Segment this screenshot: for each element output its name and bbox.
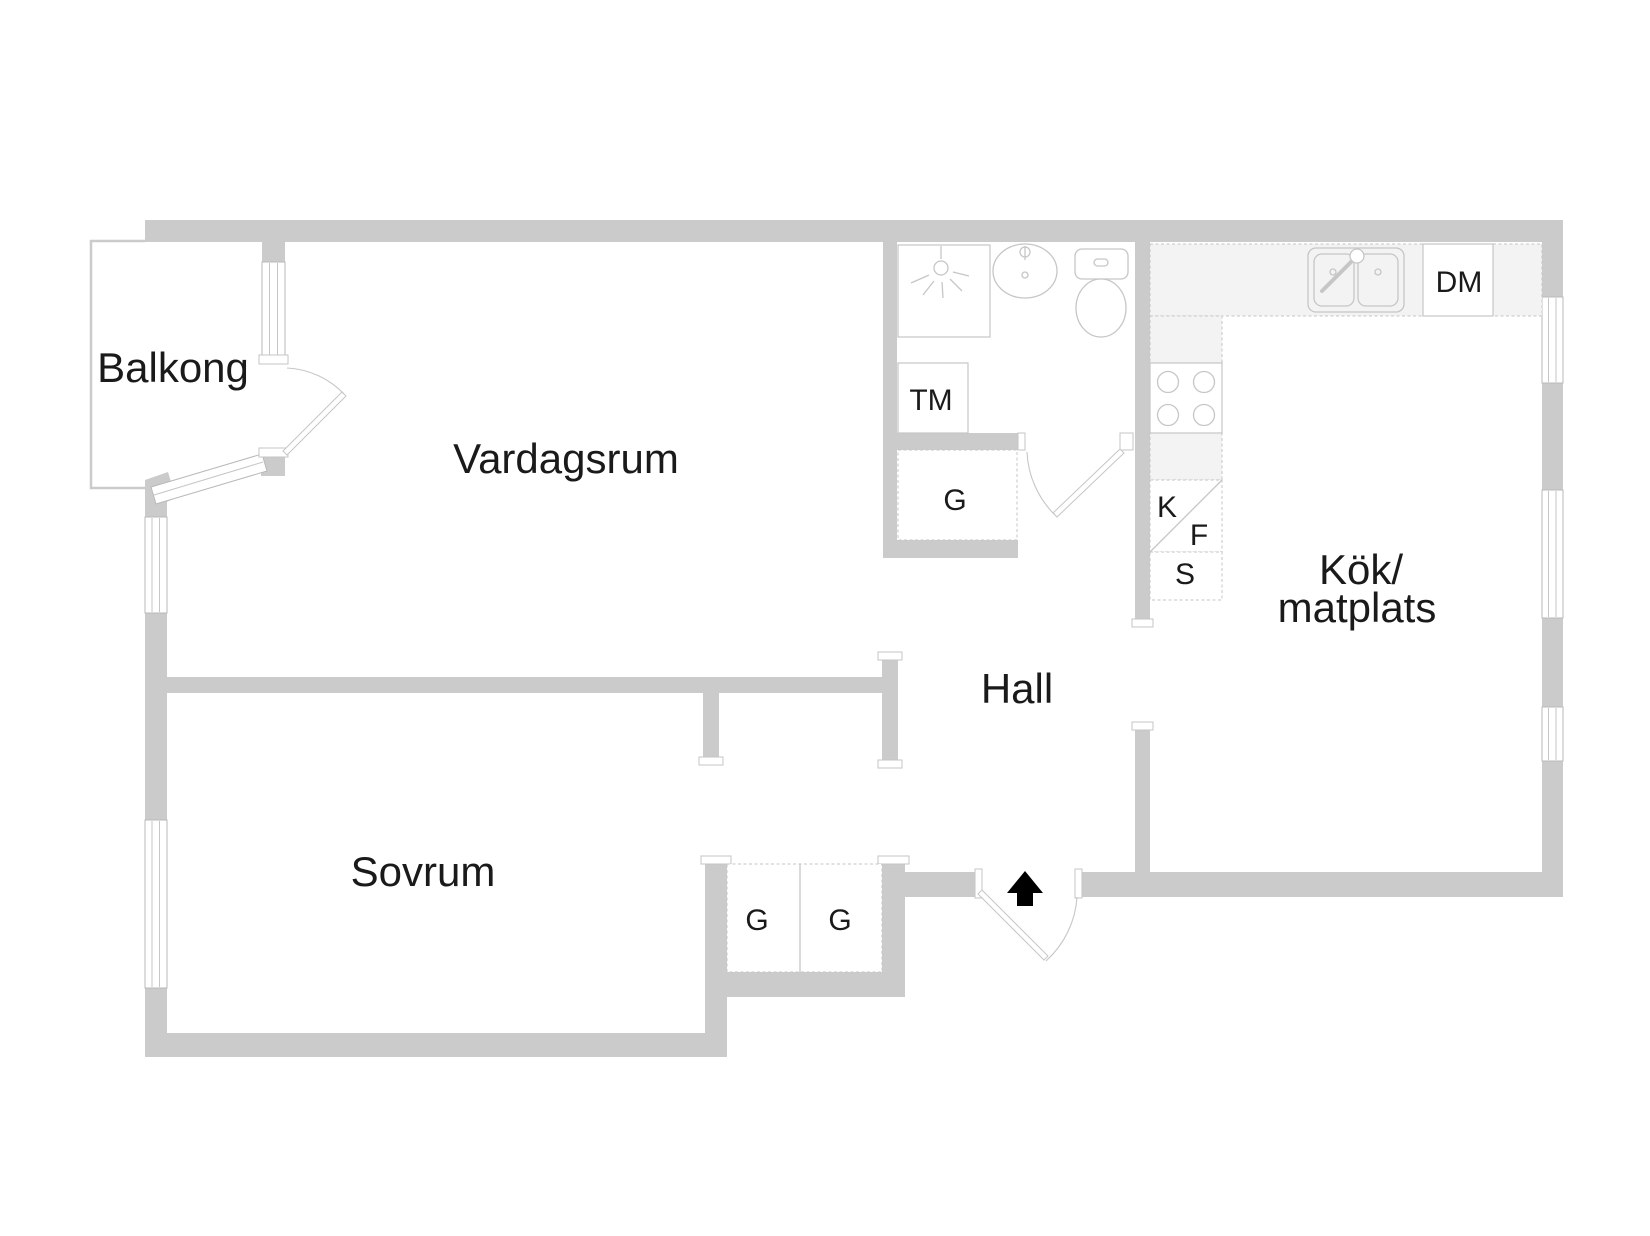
freezer-label: F — [1190, 519, 1208, 552]
wall-kitchen-bottom — [1082, 872, 1563, 897]
wall-closet-right-column — [882, 864, 905, 997]
kitchen-window-3 — [1541, 706, 1564, 762]
cap-bedroom-stub — [698, 756, 724, 766]
wall-closet-left-column — [705, 864, 727, 1057]
shower-icon — [910, 246, 970, 299]
wall-g-strip — [897, 540, 1018, 558]
bathroom-fixtures — [897, 243, 1129, 541]
kitchen-window-2 — [1541, 489, 1564, 619]
balcony-door-swing-arc — [286, 367, 345, 395]
living-room-label: Vardagsrum — [453, 435, 679, 482]
bedroom-wardrobe-left-label: G — [745, 904, 768, 937]
balcony-wall-window — [261, 261, 286, 358]
stove-burners-icon — [1156, 370, 1216, 427]
cap-hall-pier-bottom — [877, 759, 903, 769]
entrance-arrow-icon — [1007, 871, 1043, 906]
balcony-railing — [89, 239, 150, 490]
cap-balcony-window — [258, 354, 289, 365]
wall-balcony-window-stub — [262, 242, 285, 262]
balcony — [89, 239, 286, 505]
cap-balcony-door — [258, 447, 289, 458]
cap-kitchen-divider-top — [1131, 618, 1154, 628]
wall-right-segment-2 — [1542, 383, 1563, 490]
jamb-entry-door-left — [974, 868, 983, 899]
bedroom-wardrobe-right-label: G — [828, 904, 851, 937]
washing-machine-label: TM — [909, 384, 952, 417]
wall-left-middle — [145, 613, 167, 820]
fridge-freezer-diagonal — [1149, 479, 1223, 553]
entry-door-leaf — [977, 889, 1049, 961]
hall-wardrobe-box — [897, 449, 1018, 541]
walls — [145, 220, 1563, 1057]
wall-right-segment-3 — [1542, 618, 1563, 707]
wall-living-bedroom-divider — [145, 677, 898, 693]
wall-bedroom-bottom — [145, 1033, 727, 1057]
bathroom-door-leaf — [1052, 448, 1125, 518]
pantry-label: S — [1175, 558, 1195, 591]
entry-door — [977, 889, 1078, 962]
entry-door-swing-arc — [1045, 896, 1078, 962]
wall-right-segment-4 — [1542, 761, 1563, 897]
wall-entry-left — [905, 872, 975, 897]
wall-caps — [258, 354, 1154, 899]
labels: Balkong Vardagsrum Sovrum Hall Kök/ matp… — [97, 266, 1482, 937]
wall-closet-bottom — [720, 972, 905, 997]
bathroom-door-swing-arc — [1026, 451, 1056, 516]
stove-box — [1149, 362, 1223, 434]
balcony-slanted-window — [150, 453, 268, 505]
wall-hall-pier — [882, 660, 898, 760]
cap-closet-right-column — [877, 855, 910, 865]
kitchen-sink-icon — [1307, 247, 1405, 313]
balcony-door — [282, 367, 347, 456]
dishwasher-box — [1422, 243, 1494, 317]
wall-bathroom-left — [883, 242, 897, 558]
balcony-door-leaf — [282, 391, 347, 456]
fridge-label: K — [1157, 491, 1177, 524]
kitchen-fixtures — [1149, 243, 1543, 601]
kitchen-counter-left-upper — [1149, 315, 1223, 364]
doors — [282, 367, 1125, 962]
cap-hall-pier-top — [877, 651, 903, 661]
hall-label: Hall — [981, 665, 1053, 712]
washing-machine-box — [897, 362, 969, 434]
balcony-label: Balkong — [97, 344, 249, 391]
toilet-icon — [1074, 248, 1129, 338]
bedroom-closets — [726, 863, 883, 973]
kitchen-counter-right — [1492, 243, 1543, 317]
balcony-slanted-window-mullion — [153, 461, 264, 496]
dishwasher-label: DM — [1436, 266, 1483, 299]
bathroom-sink-icon — [992, 243, 1058, 299]
bedroom-wardrobe-box — [726, 863, 883, 973]
wall-kitchen-divider-upper — [1135, 242, 1150, 619]
shower-box — [897, 244, 991, 338]
wall-tm-strip — [897, 433, 1018, 450]
kitchen-counter-left-lower — [1149, 432, 1223, 481]
wall-left-lower — [145, 988, 167, 1057]
wall-right-segment-1 — [1542, 242, 1563, 297]
hall-wardrobe-label: G — [943, 484, 966, 517]
kitchen-counter-top — [1149, 243, 1424, 317]
jamb-entry-door-right — [1074, 868, 1083, 899]
kitchen-label-line2: matplats — [1278, 584, 1437, 631]
bathroom-door — [1026, 448, 1125, 518]
jamb-bathroom-door-right — [1119, 432, 1134, 451]
wall-bedroom-stub — [703, 693, 719, 757]
kitchen-window-1 — [1541, 296, 1564, 384]
kitchen-label-line1: Kök/ — [1319, 546, 1403, 593]
wall-top — [145, 220, 1563, 242]
jamb-bathroom-door-left — [1017, 432, 1026, 451]
windows — [144, 296, 1564, 989]
living-room-window — [144, 516, 168, 614]
wall-kitchen-divider-lower — [1135, 730, 1150, 872]
bedroom-label: Sovrum — [351, 848, 496, 895]
cap-closet-left-column — [700, 855, 732, 865]
pantry-box — [1149, 551, 1223, 601]
bedroom-window — [144, 819, 168, 989]
cap-kitchen-divider-bottom — [1131, 721, 1154, 731]
